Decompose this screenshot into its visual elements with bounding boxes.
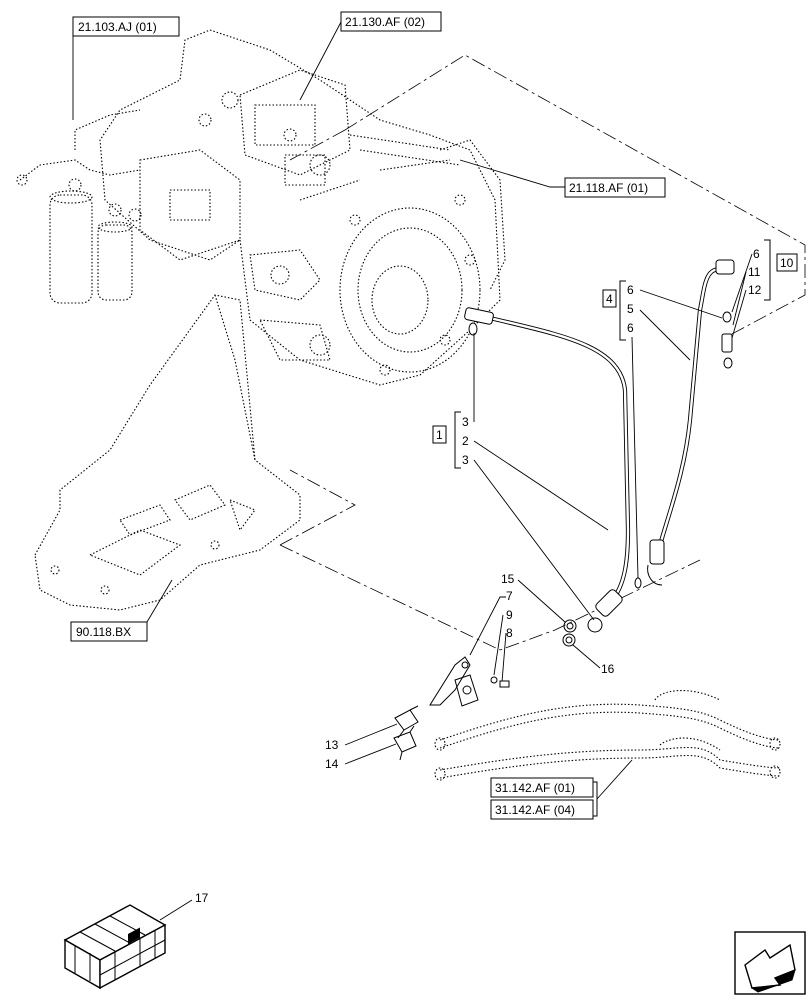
ref-box-31-142-af-01[interactable]: 31.142.AF (01) <box>490 777 594 798</box>
callout-5: 5 <box>627 302 634 316</box>
group-box-10[interactable]: 10 <box>776 253 798 272</box>
callout-6-a: 6 <box>627 283 634 297</box>
elbow-fitting-14 <box>393 725 417 761</box>
group-label-4: 4 <box>606 292 613 306</box>
ref-box-31-142-af-04[interactable]: 31.142.AF (04) <box>490 799 594 820</box>
callout-17: 17 <box>195 891 209 905</box>
callout-12: 12 <box>748 283 762 297</box>
hose-assembly-1 <box>464 307 631 633</box>
ref-label-21-103-aj: 21.103.AJ (01) <box>78 20 157 34</box>
leader-6-b <box>631 336 639 579</box>
group-label-10: 10 <box>780 256 794 270</box>
ref-label-31-142-af-01: 31.142.AF (01) <box>495 781 575 795</box>
leader-11 <box>732 271 747 326</box>
leader-13 <box>344 723 398 746</box>
elbow-fitting-13 <box>394 705 419 739</box>
callout-9: 9 <box>506 608 513 622</box>
callout-14: 14 <box>325 757 339 771</box>
phantom-boundary-lower <box>279 469 356 546</box>
leader-16 <box>572 644 601 669</box>
o-ring-3-top <box>468 322 478 336</box>
bracket-31-142 <box>593 781 598 817</box>
callout-13: 13 <box>325 738 339 752</box>
callout-2: 2 <box>462 434 469 448</box>
phantom-hoses-31-142 <box>434 689 781 781</box>
leader-7 <box>469 596 506 656</box>
leader-17 <box>159 899 193 921</box>
leader-9 <box>493 614 504 676</box>
washer-9 <box>490 676 498 684</box>
bracket-1 <box>454 411 461 469</box>
callout-16: 16 <box>601 662 615 676</box>
fitting-15-16 <box>562 619 577 647</box>
leader-12 <box>731 289 747 339</box>
ref-box-90-118-bx[interactable]: 90.118.BX <box>70 621 148 642</box>
platform-plate <box>34 294 301 611</box>
callout-8: 8 <box>506 626 513 640</box>
callout-7: 7 <box>506 589 513 603</box>
callout-6-b: 6 <box>627 321 634 335</box>
o-ring-6-lower <box>634 577 642 589</box>
kit-box-icon <box>63 904 167 990</box>
leader-21-118 <box>459 159 565 188</box>
leader-6-a <box>639 289 723 319</box>
leader-2 <box>473 440 609 531</box>
o-ring-6-kit <box>722 311 732 323</box>
callout-3-a: 3 <box>462 415 469 429</box>
leader-90-118 <box>146 579 173 623</box>
ref-box-21-103-aj[interactable]: 21.103.AJ (01) <box>72 16 180 37</box>
ref-label-21-130-af: 21.130.AF (02) <box>345 15 425 29</box>
ref-box-21-118-af[interactable]: 21.118.AF (01) <box>564 177 666 198</box>
callout-3-b: 3 <box>462 453 469 467</box>
adapter-12 <box>721 333 733 353</box>
group-box-1[interactable]: 1 <box>432 425 447 444</box>
o-ring-6-kit-b <box>723 357 733 369</box>
leader-8 <box>501 632 507 683</box>
leader-14 <box>344 743 397 765</box>
leader-15 <box>517 579 566 623</box>
callout-11: 11 <box>748 265 761 279</box>
phantom-boundary-path <box>279 544 701 651</box>
mounting-bracket-7 <box>429 656 479 707</box>
bracket-4 <box>619 280 626 341</box>
bracket-10 <box>764 239 771 301</box>
callout-6-c: 6 <box>753 247 760 261</box>
phantom-boundary-upper <box>344 54 806 336</box>
leader-3-b <box>473 459 595 621</box>
callout-15: 15 <box>501 572 515 586</box>
leader-5 <box>639 309 691 361</box>
leader-31-142 <box>596 759 633 800</box>
bolt-8 <box>499 680 510 688</box>
next-page-arrow-icon[interactable] <box>734 931 806 995</box>
leader-21-130 <box>299 21 342 101</box>
group-label-1: 1 <box>436 428 443 442</box>
ref-label-31-142-af-04: 31.142.AF (04) <box>495 803 575 817</box>
ref-box-21-130-af[interactable]: 21.130.AF (02) <box>340 11 442 32</box>
group-box-4[interactable]: 4 <box>602 289 617 308</box>
transmission-assembly <box>16 29 506 386</box>
hose-assembly-5 <box>647 259 735 586</box>
ref-label-90-118-bx: 90.118.BX <box>76 625 131 639</box>
leader-6-c <box>731 253 753 313</box>
ref-label-21-118-af: 21.118.AF (01) <box>569 181 648 195</box>
